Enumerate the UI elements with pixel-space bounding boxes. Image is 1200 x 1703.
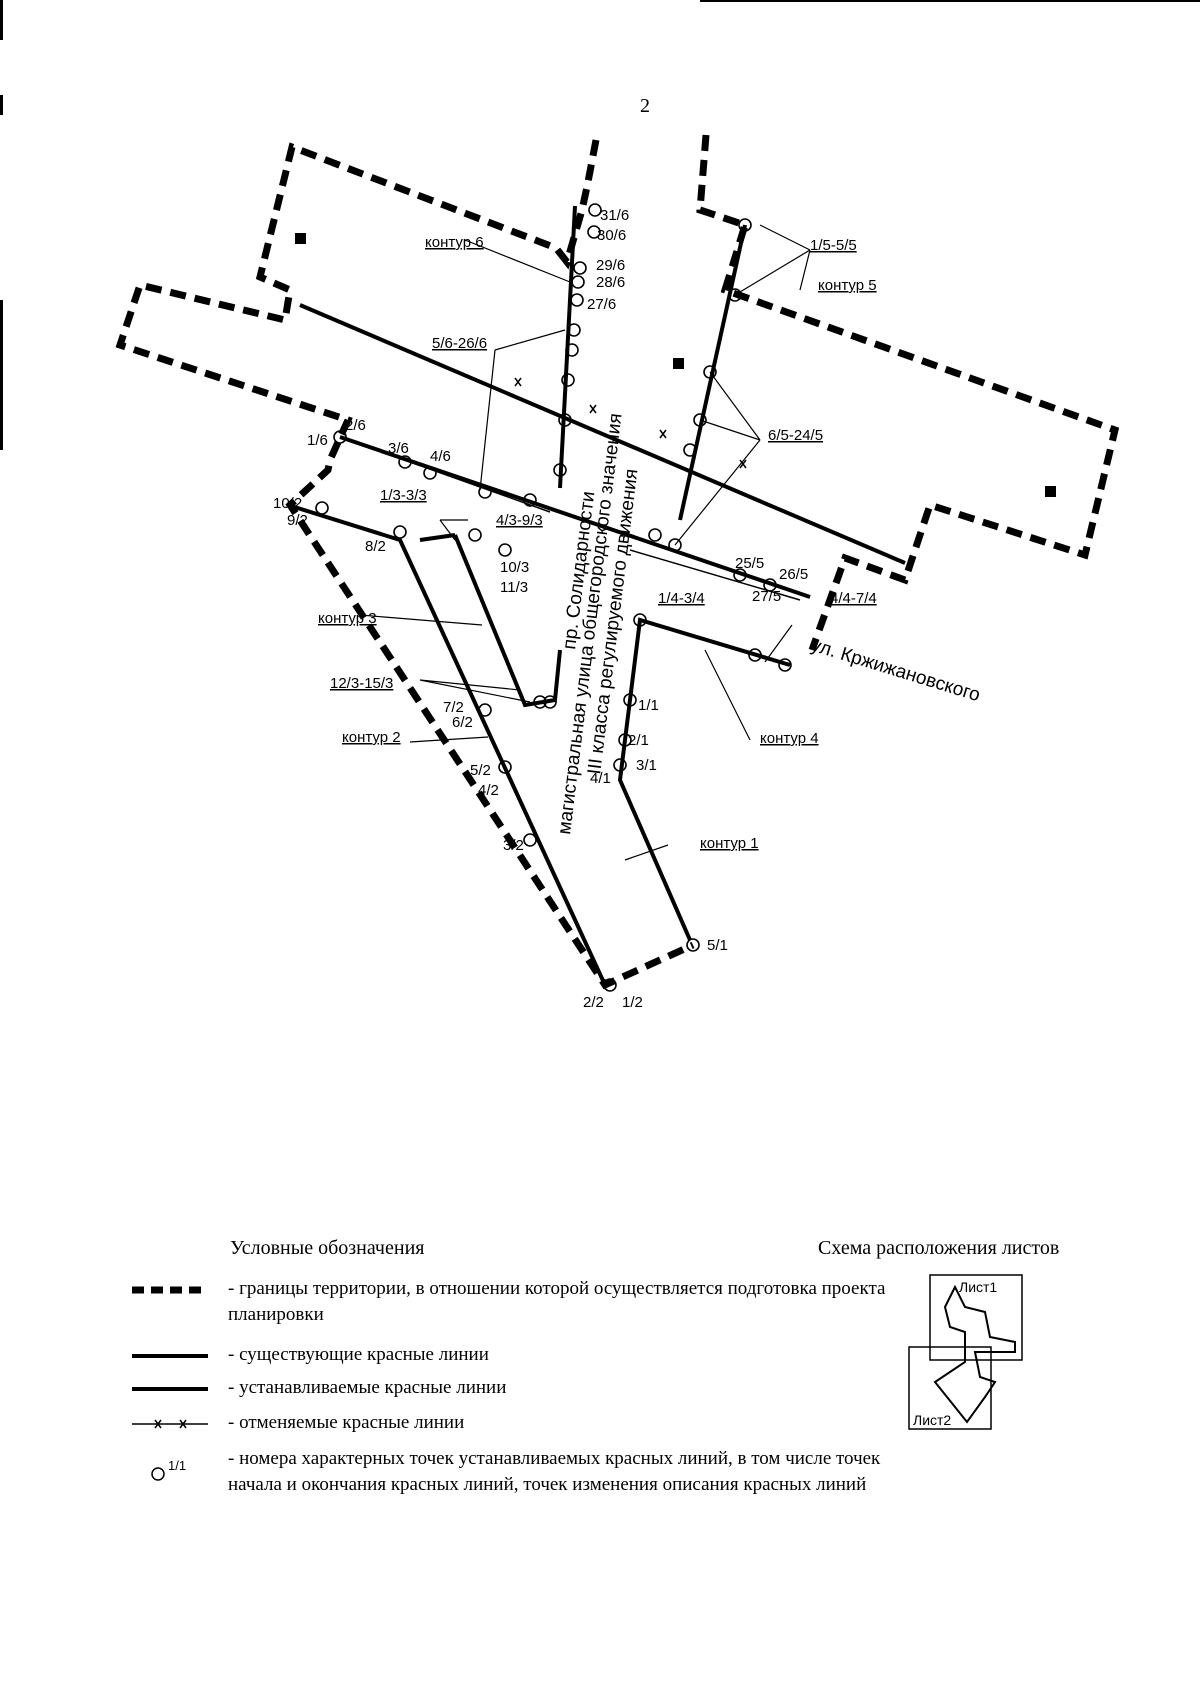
page-number: 2 xyxy=(640,95,650,117)
legend-item-points: 1/1 - номера характерных точек устанавли… xyxy=(130,1446,890,1532)
point-label: 12/3-15/3 xyxy=(330,675,393,692)
point-label: 6/2 xyxy=(452,714,473,731)
sheet-scheme-diagram: Лист1 Лист2 xyxy=(908,1274,1023,1430)
contour-label: контур 4 xyxy=(760,730,819,747)
point-label: 5/2 xyxy=(470,762,491,779)
point-label: 4/2 xyxy=(478,782,499,799)
contour-label: контур 3 xyxy=(318,610,377,627)
solid-line-icon xyxy=(132,1354,208,1358)
point-label: 4/6 xyxy=(430,448,451,465)
solid-line-icon xyxy=(132,1387,208,1391)
dashed-boundary-icon xyxy=(132,1286,208,1294)
legend-text: - границы территории, в отношении которо… xyxy=(228,1278,886,1325)
boundary-node xyxy=(1045,486,1056,497)
edge-mark xyxy=(0,300,3,450)
point-label: 7/2 xyxy=(443,699,464,716)
point-label: 4/4-7/4 xyxy=(830,590,877,607)
legend-item-established-lines: - устанавливаемые красные линии xyxy=(130,1375,890,1415)
point-label: 2/6 xyxy=(345,417,366,434)
point-label: 11/3 xyxy=(500,579,528,596)
cancelled-line-icon xyxy=(132,1419,208,1429)
point-label: 1/5-5/5 xyxy=(810,237,857,254)
point-label: 31/6 xyxy=(600,207,629,224)
point-label: 4/1 xyxy=(590,770,611,787)
point-label: 3/1 xyxy=(636,757,657,774)
point-label: 2/1 xyxy=(628,732,649,749)
contour-label: контур 1 xyxy=(700,835,759,852)
point-marker-label: 1/1 xyxy=(168,1458,187,1473)
top-rule xyxy=(700,0,1200,2)
legend-item-boundary: - границы территории, в отношении которо… xyxy=(130,1276,890,1332)
legend-text: - номера характерных точек устанавливаем… xyxy=(228,1448,881,1495)
established-red-lines xyxy=(287,205,906,986)
boundary-node xyxy=(295,233,306,244)
point-label: 3/2 xyxy=(503,837,524,854)
point-label: 30/6 xyxy=(597,227,626,244)
cancelled-red-lines xyxy=(339,436,801,666)
contour-label: контур 5 xyxy=(818,277,877,294)
sheet-outline xyxy=(933,1284,1016,1424)
point-label: 27/5 xyxy=(752,588,781,605)
boundary-node xyxy=(673,358,684,369)
legend-text: - устанавливаемые красные линии xyxy=(228,1377,507,1398)
point-markers xyxy=(315,203,792,992)
legend-item-cancelled-lines: - отменяемые красные линии xyxy=(130,1410,890,1450)
sheet-1-label: Лист1 xyxy=(959,1279,997,1295)
point-label: 6/5-24/5 xyxy=(768,427,823,444)
sheet-scheme-title: Схема расположения листов xyxy=(818,1237,1060,1259)
point-label: 3/6 xyxy=(388,440,409,457)
edge-mark xyxy=(0,0,3,40)
street-side-label: ул. Кржижановского xyxy=(809,635,983,706)
point-label: 9/2 xyxy=(287,512,308,529)
legend-text: - отменяемые красные линии xyxy=(228,1412,465,1433)
point-label: 8/2 xyxy=(365,538,386,555)
point-label: 1/1 xyxy=(638,697,659,714)
point-label: 1/2 xyxy=(622,994,643,1011)
point-label: 27/6 xyxy=(587,296,616,313)
sheet-2-label: Лист2 xyxy=(913,1412,951,1428)
point-label: 5/1 xyxy=(707,937,728,954)
point-label: 10/2 xyxy=(273,495,302,512)
leader-lines xyxy=(359,224,811,861)
point-label: 28/6 xyxy=(596,274,625,291)
point-label: 5/6-26/6 xyxy=(432,335,487,352)
contour-label: контур 2 xyxy=(342,729,401,746)
contour-label: контур 6 xyxy=(425,234,484,251)
point-label: 25/5 xyxy=(735,555,764,572)
legend-title: Условные обозначения xyxy=(230,1237,425,1259)
point-marker-icon xyxy=(151,1467,165,1481)
point-label: 26/5 xyxy=(779,566,808,583)
legend-text: - существующие красные линии xyxy=(228,1344,489,1365)
point-label: 1/4-3/4 xyxy=(658,590,705,607)
planning-map: пр. Солидарности магистральная улица общ… xyxy=(115,134,1120,1011)
edge-mark xyxy=(0,95,3,115)
point-label: 4/3-9/3 xyxy=(496,512,543,529)
point-label: 10/3 xyxy=(500,559,529,576)
legend-item-existing-lines: - существующие красные линии xyxy=(130,1342,890,1382)
point-label: 1/3-3/3 xyxy=(380,487,427,504)
point-label: 29/6 xyxy=(596,257,625,274)
point-label: 2/2 xyxy=(583,994,604,1011)
point-label: 1/6 xyxy=(307,432,328,449)
cancelled-line-ticks xyxy=(514,377,747,469)
